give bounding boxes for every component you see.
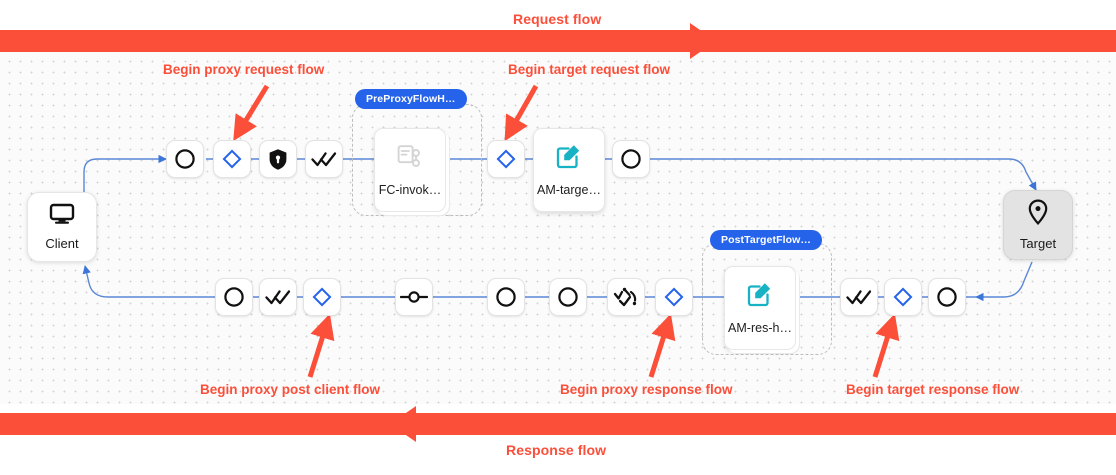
double-check-icon — [846, 288, 872, 306]
flow-node-req-diamond-1[interactable] — [213, 140, 251, 178]
policy-card-fc-invoke-label: FC-invok… — [378, 182, 442, 197]
assign-message-icon — [556, 143, 582, 174]
request-flow-label: Request flow — [513, 11, 602, 27]
annotation-begin-proxy-request-flow: Begin proxy request flow — [163, 62, 325, 77]
response-flow-bar — [0, 406, 1116, 442]
endpoint-target[interactable]: Target — [1003, 190, 1073, 260]
shield-icon — [268, 148, 288, 171]
flow-node-res-double-check-1[interactable] — [259, 278, 297, 316]
flow-node-res-diamond-3[interactable] — [884, 278, 922, 316]
flow-node-res-circle-2[interactable] — [487, 278, 525, 316]
endpoint-target-label: Target — [1019, 236, 1057, 251]
flow-node-res-circle-4[interactable] — [928, 278, 966, 316]
endpoint-client-label: Client — [45, 236, 79, 251]
diamond-icon — [664, 287, 684, 307]
location-pin-icon — [1028, 199, 1048, 230]
double-check-icon — [265, 288, 291, 306]
diamond-icon — [312, 287, 332, 307]
circle-icon — [620, 148, 642, 170]
policy-card-am-target-label: AM-targe… — [537, 183, 601, 197]
assign-message-icon — [747, 281, 773, 312]
double-check-icon — [311, 150, 337, 168]
diagram-canvas — [0, 52, 1116, 404]
flow-group-badge-posttargetflowhook[interactable]: PostTargetFlow… — [710, 230, 822, 250]
request-flow-arrowhead — [690, 23, 716, 59]
diamond-icon — [496, 149, 516, 169]
flow-node-req-shield[interactable] — [259, 140, 297, 178]
diamond-icon — [893, 287, 913, 307]
annotation-begin-target-request-flow: Begin target request flow — [508, 62, 671, 77]
circle-icon — [495, 286, 517, 308]
flow-node-req-diamond-2[interactable] — [487, 140, 525, 178]
circle-icon — [557, 286, 579, 308]
response-flow-label: Response flow — [506, 442, 607, 458]
flow-callout-icon — [397, 144, 423, 174]
endpoint-client[interactable]: Client — [27, 192, 97, 262]
flow-node-res-circle-1[interactable] — [215, 278, 253, 316]
policy-card-am-res-h-label: AM-res-h… — [728, 321, 792, 335]
broken-check-icon — [613, 286, 639, 308]
annotation-begin-proxy-response-flow: Begin proxy response flow — [560, 382, 733, 397]
policy-card-am-res-h[interactable]: AM-res-h… — [724, 266, 796, 350]
flow-node-req-circle-2[interactable] — [612, 140, 650, 178]
monitor-icon — [49, 203, 75, 230]
flow-group-badge-preproxyflowhook[interactable]: PreProxyFlowH… — [355, 89, 467, 109]
policy-card-fc-invoke[interactable]: FC-invok… — [374, 128, 446, 212]
circle-icon — [223, 286, 245, 308]
flow-node-res-broken-check[interactable] — [607, 278, 645, 316]
annotation-begin-target-response-flow: Begin target response flow — [846, 382, 1020, 397]
annotation-begin-proxy-post-client-flow: Begin proxy post client flow — [200, 382, 381, 397]
circle-icon — [936, 286, 958, 308]
request-flow-bar — [0, 23, 1116, 59]
flow-node-res-circle-3[interactable] — [549, 278, 587, 316]
response-flow-arrowhead — [390, 406, 416, 442]
flow-node-req-double-check[interactable] — [305, 140, 343, 178]
flow-node-res-double-check-2[interactable] — [840, 278, 878, 316]
circle-icon — [174, 148, 196, 170]
flow-node-res-diamond-2[interactable] — [655, 278, 693, 316]
policy-card-am-target[interactable]: AM-targe… — [533, 128, 605, 212]
flow-node-res-connector[interactable] — [395, 278, 433, 316]
flow-node-res-diamond-1[interactable] — [303, 278, 341, 316]
flow-node-req-circle-1[interactable] — [166, 140, 204, 178]
diamond-icon — [222, 149, 242, 169]
connector-node-icon — [400, 290, 428, 304]
